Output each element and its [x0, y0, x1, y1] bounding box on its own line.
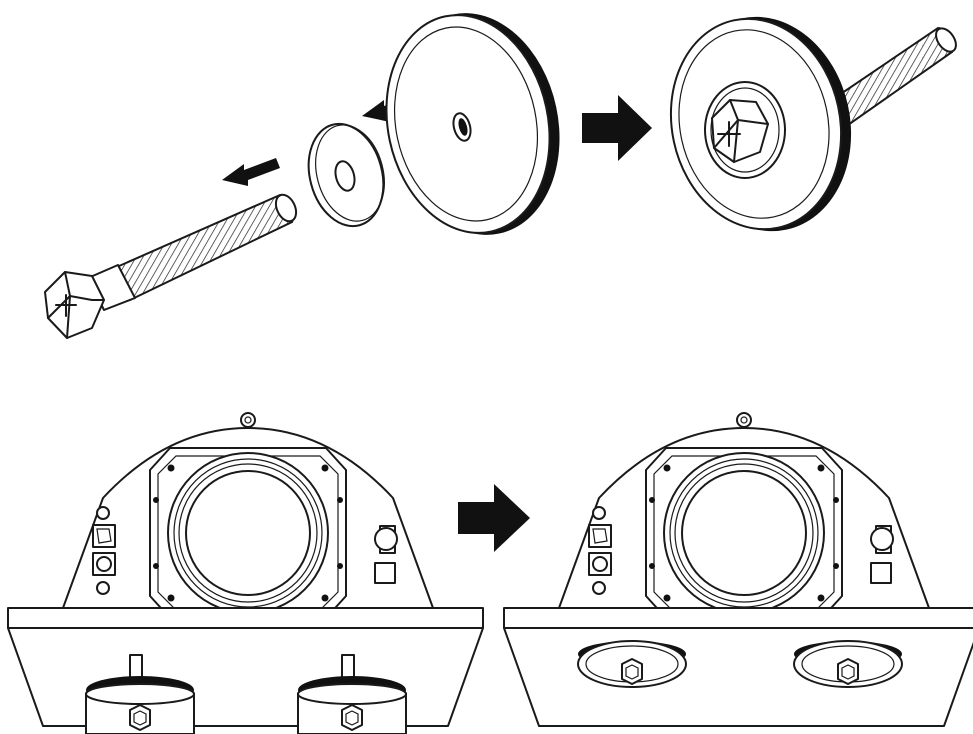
- washer-icon: [307, 122, 385, 228]
- arrow-left-icon: [222, 158, 280, 186]
- arrow-right-icon: [582, 95, 652, 161]
- foot-disc-icon: [385, 13, 560, 235]
- exploded-bolt-icon: [44, 193, 298, 339]
- assembled-foot-icon: [669, 16, 957, 232]
- speaker-with-threaded-studs-icon: [7, 412, 484, 734]
- arrow-right-icon: [458, 484, 530, 552]
- speaker-with-feet-attached-icon: [503, 412, 973, 727]
